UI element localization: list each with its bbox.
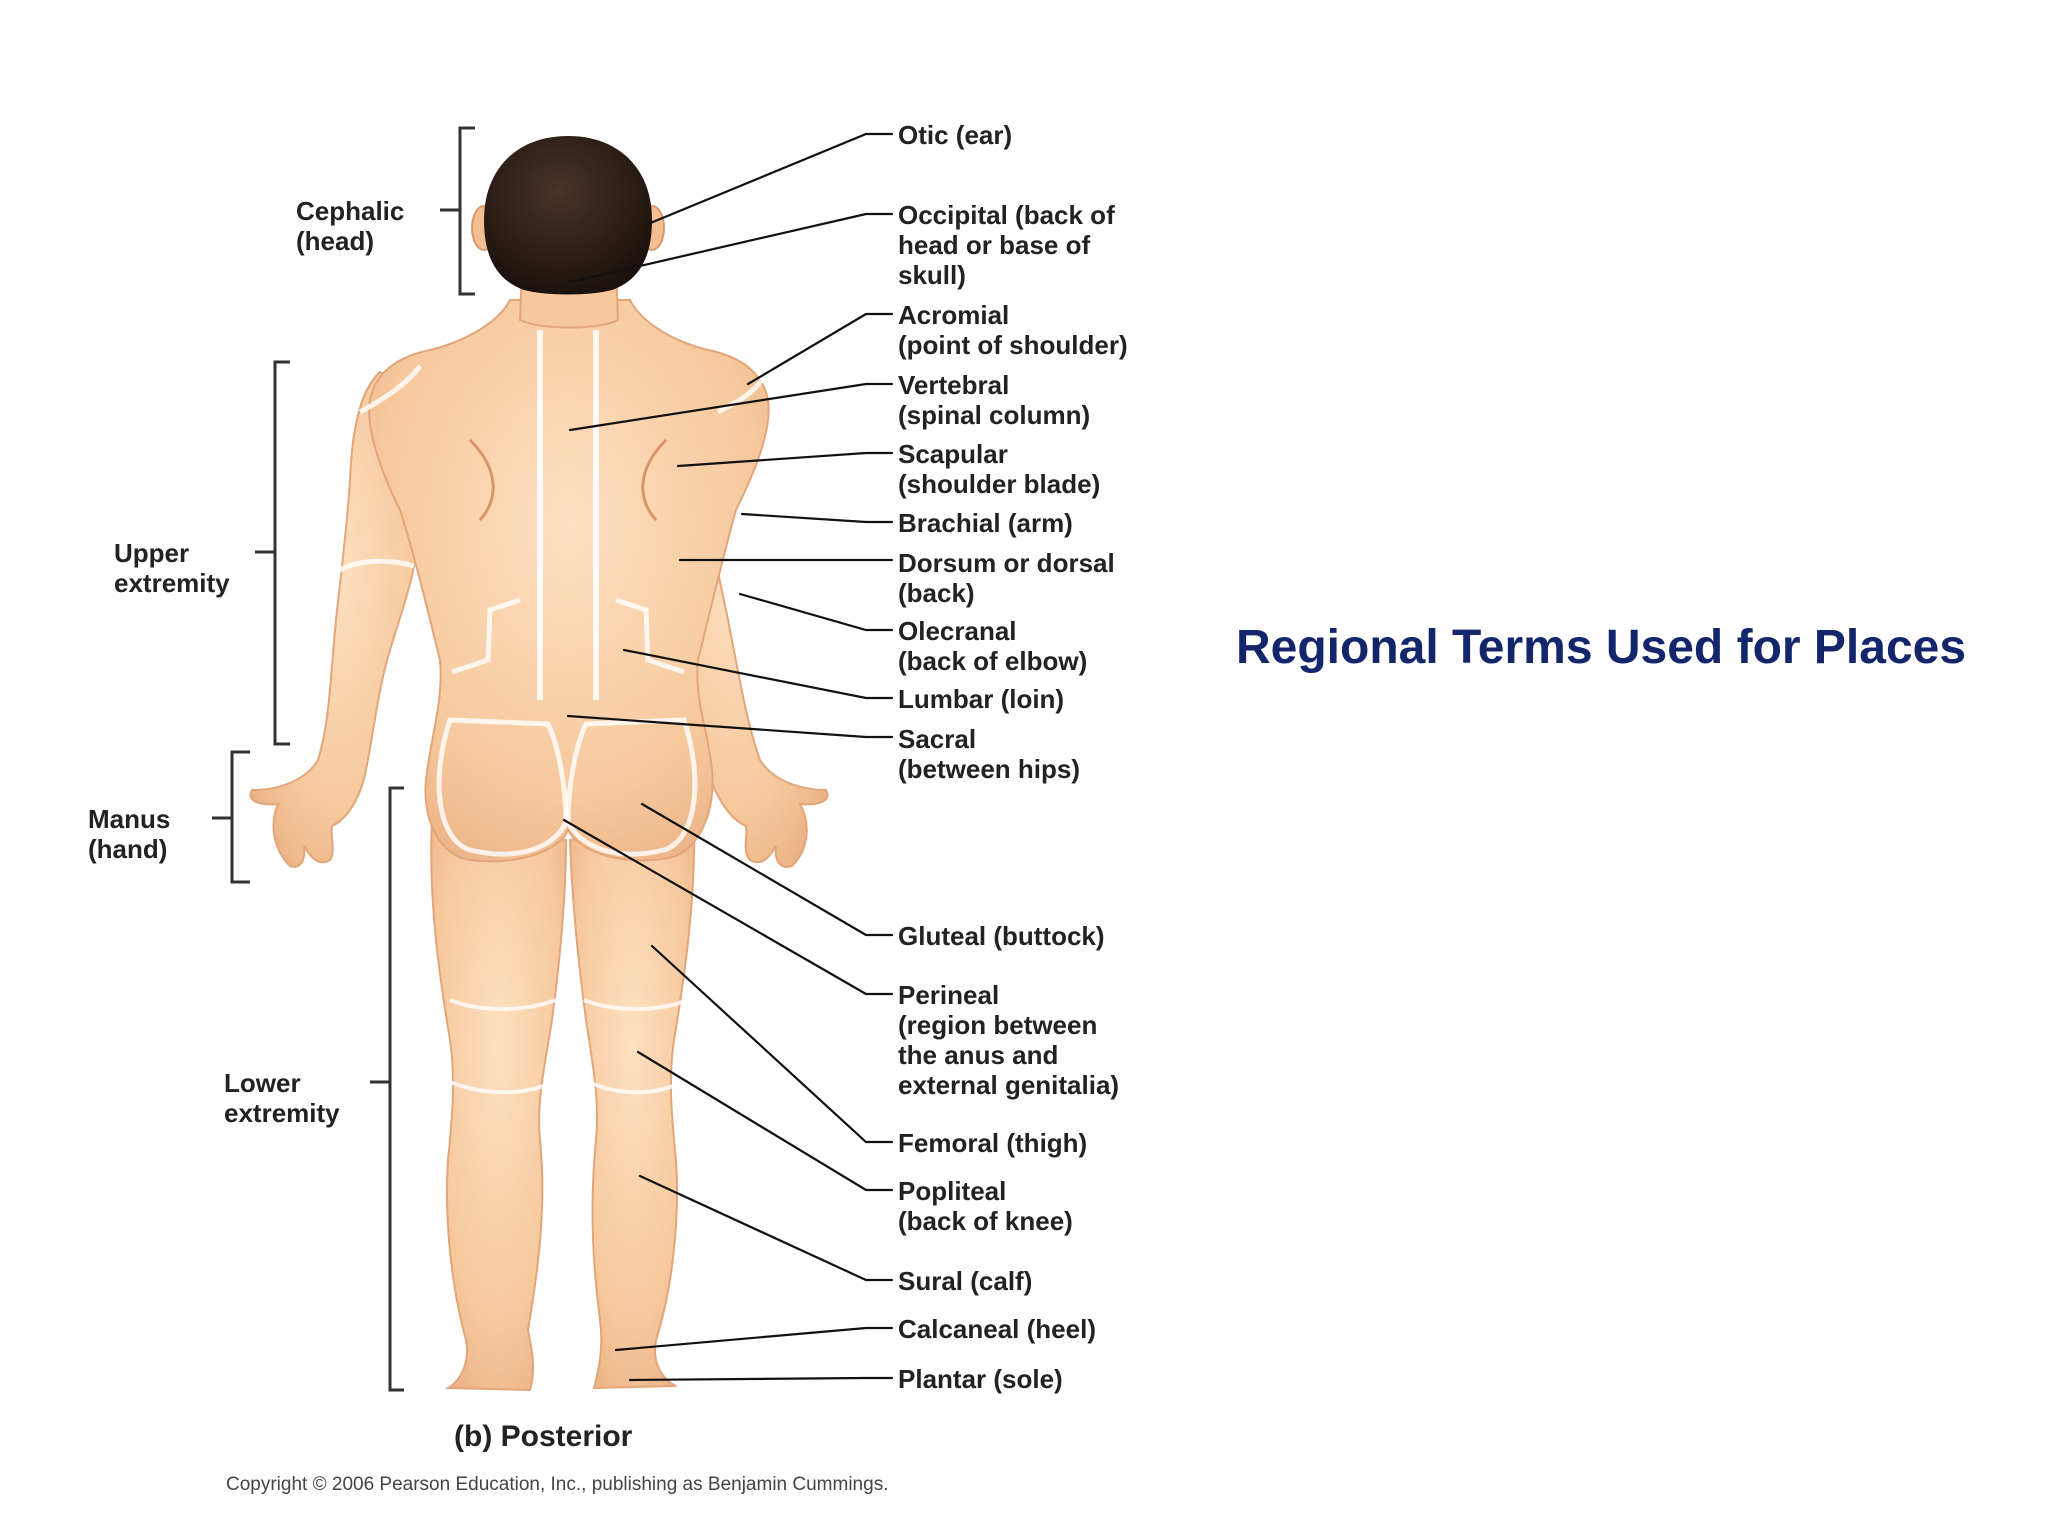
left-labels: Cephalic (head) Upper extremity Manus (h…	[88, 196, 412, 1128]
acromial-line	[358, 364, 767, 415]
leader-gluteal	[640, 802, 894, 937]
leader-popliteal	[636, 1050, 894, 1192]
copyright-notice: Copyright © 2006 Pearson Education, Inc.…	[226, 1474, 888, 1495]
label-sural: Sural (calf)	[898, 1266, 1032, 1296]
manus-bracket	[212, 750, 250, 884]
label-lumbar: Lumbar (loin)	[898, 684, 1064, 714]
label-brachial: Brachial (arm)	[898, 508, 1073, 538]
leader-sural	[638, 1174, 894, 1282]
head-hair	[484, 136, 652, 295]
label-popliteal: Popliteal (back of knee)	[898, 1176, 1073, 1236]
left-brackets	[212, 126, 475, 1392]
right-leg	[568, 818, 696, 1390]
label-calcaneal: Calcaneal (heel)	[898, 1314, 1096, 1344]
label-scapular: Scapular (shoulder blade)	[898, 439, 1100, 499]
label-upper-extremity: Upper extremity	[114, 538, 230, 598]
figure-caption: (b) Posterior	[454, 1420, 633, 1453]
left-arm	[249, 370, 423, 868]
slide-title: Regional Terms Used for Places	[1236, 621, 1967, 674]
elbow-line	[334, 558, 792, 575]
right-labels: Otic (ear) Occipital (back of head or ba…	[898, 120, 1128, 1394]
knee-line	[445, 998, 689, 1095]
lower-extremity-bracket	[370, 786, 404, 1392]
label-gluteal: Gluteal (buttock)	[898, 921, 1105, 951]
leader-scapular	[676, 451, 894, 468]
leader-brachial	[740, 512, 894, 524]
label-occipital: Occipital (back of head or base of skull…	[898, 200, 1122, 290]
leader-calcaneal	[614, 1326, 894, 1352]
label-manus: Manus (hand)	[88, 804, 178, 864]
leader-perineal	[562, 818, 894, 996]
label-perineal: Perineal (region between the anus and ex…	[898, 980, 1119, 1100]
label-vertebral: Vertebral (spinal column)	[898, 370, 1090, 430]
label-cephalic: Cephalic (head)	[296, 196, 412, 256]
leader-lines	[562, 132, 894, 1382]
leader-lumbar	[622, 648, 894, 700]
leader-otic	[646, 132, 894, 226]
label-acromial: Acromial (point of shoulder)	[898, 300, 1128, 360]
label-lower-extremity: Lower extremity	[224, 1068, 340, 1128]
lumbar-band	[451, 597, 685, 675]
leader-femoral	[650, 944, 894, 1144]
gluteal-outline	[436, 717, 569, 857]
leader-plantar	[628, 1376, 894, 1382]
leader-occipital	[568, 212, 894, 284]
leader-olecranal	[738, 592, 894, 632]
vertebral-band	[537, 330, 599, 700]
posterior-body-figure	[249, 136, 829, 1392]
label-plantar: Plantar (sole)	[898, 1364, 1063, 1394]
gluteal-outline-right	[565, 717, 698, 857]
torso	[368, 299, 770, 863]
label-femoral: Femoral (thigh)	[898, 1128, 1087, 1158]
leader-acromial	[746, 312, 894, 386]
left-leg	[430, 818, 568, 1392]
label-dorsum: Dorsum or dorsal (back)	[898, 548, 1122, 608]
label-olecranal: Olecranal (back of elbow)	[898, 616, 1087, 676]
label-otic: Otic (ear)	[898, 120, 1012, 150]
cephalic-bracket	[440, 126, 475, 296]
label-sacral: Sacral (between hips)	[898, 724, 1080, 784]
scapula-hint	[468, 438, 668, 522]
leader-sacral	[566, 714, 894, 739]
upper-extremity-bracket	[255, 360, 290, 746]
leader-vertebral	[568, 382, 894, 432]
